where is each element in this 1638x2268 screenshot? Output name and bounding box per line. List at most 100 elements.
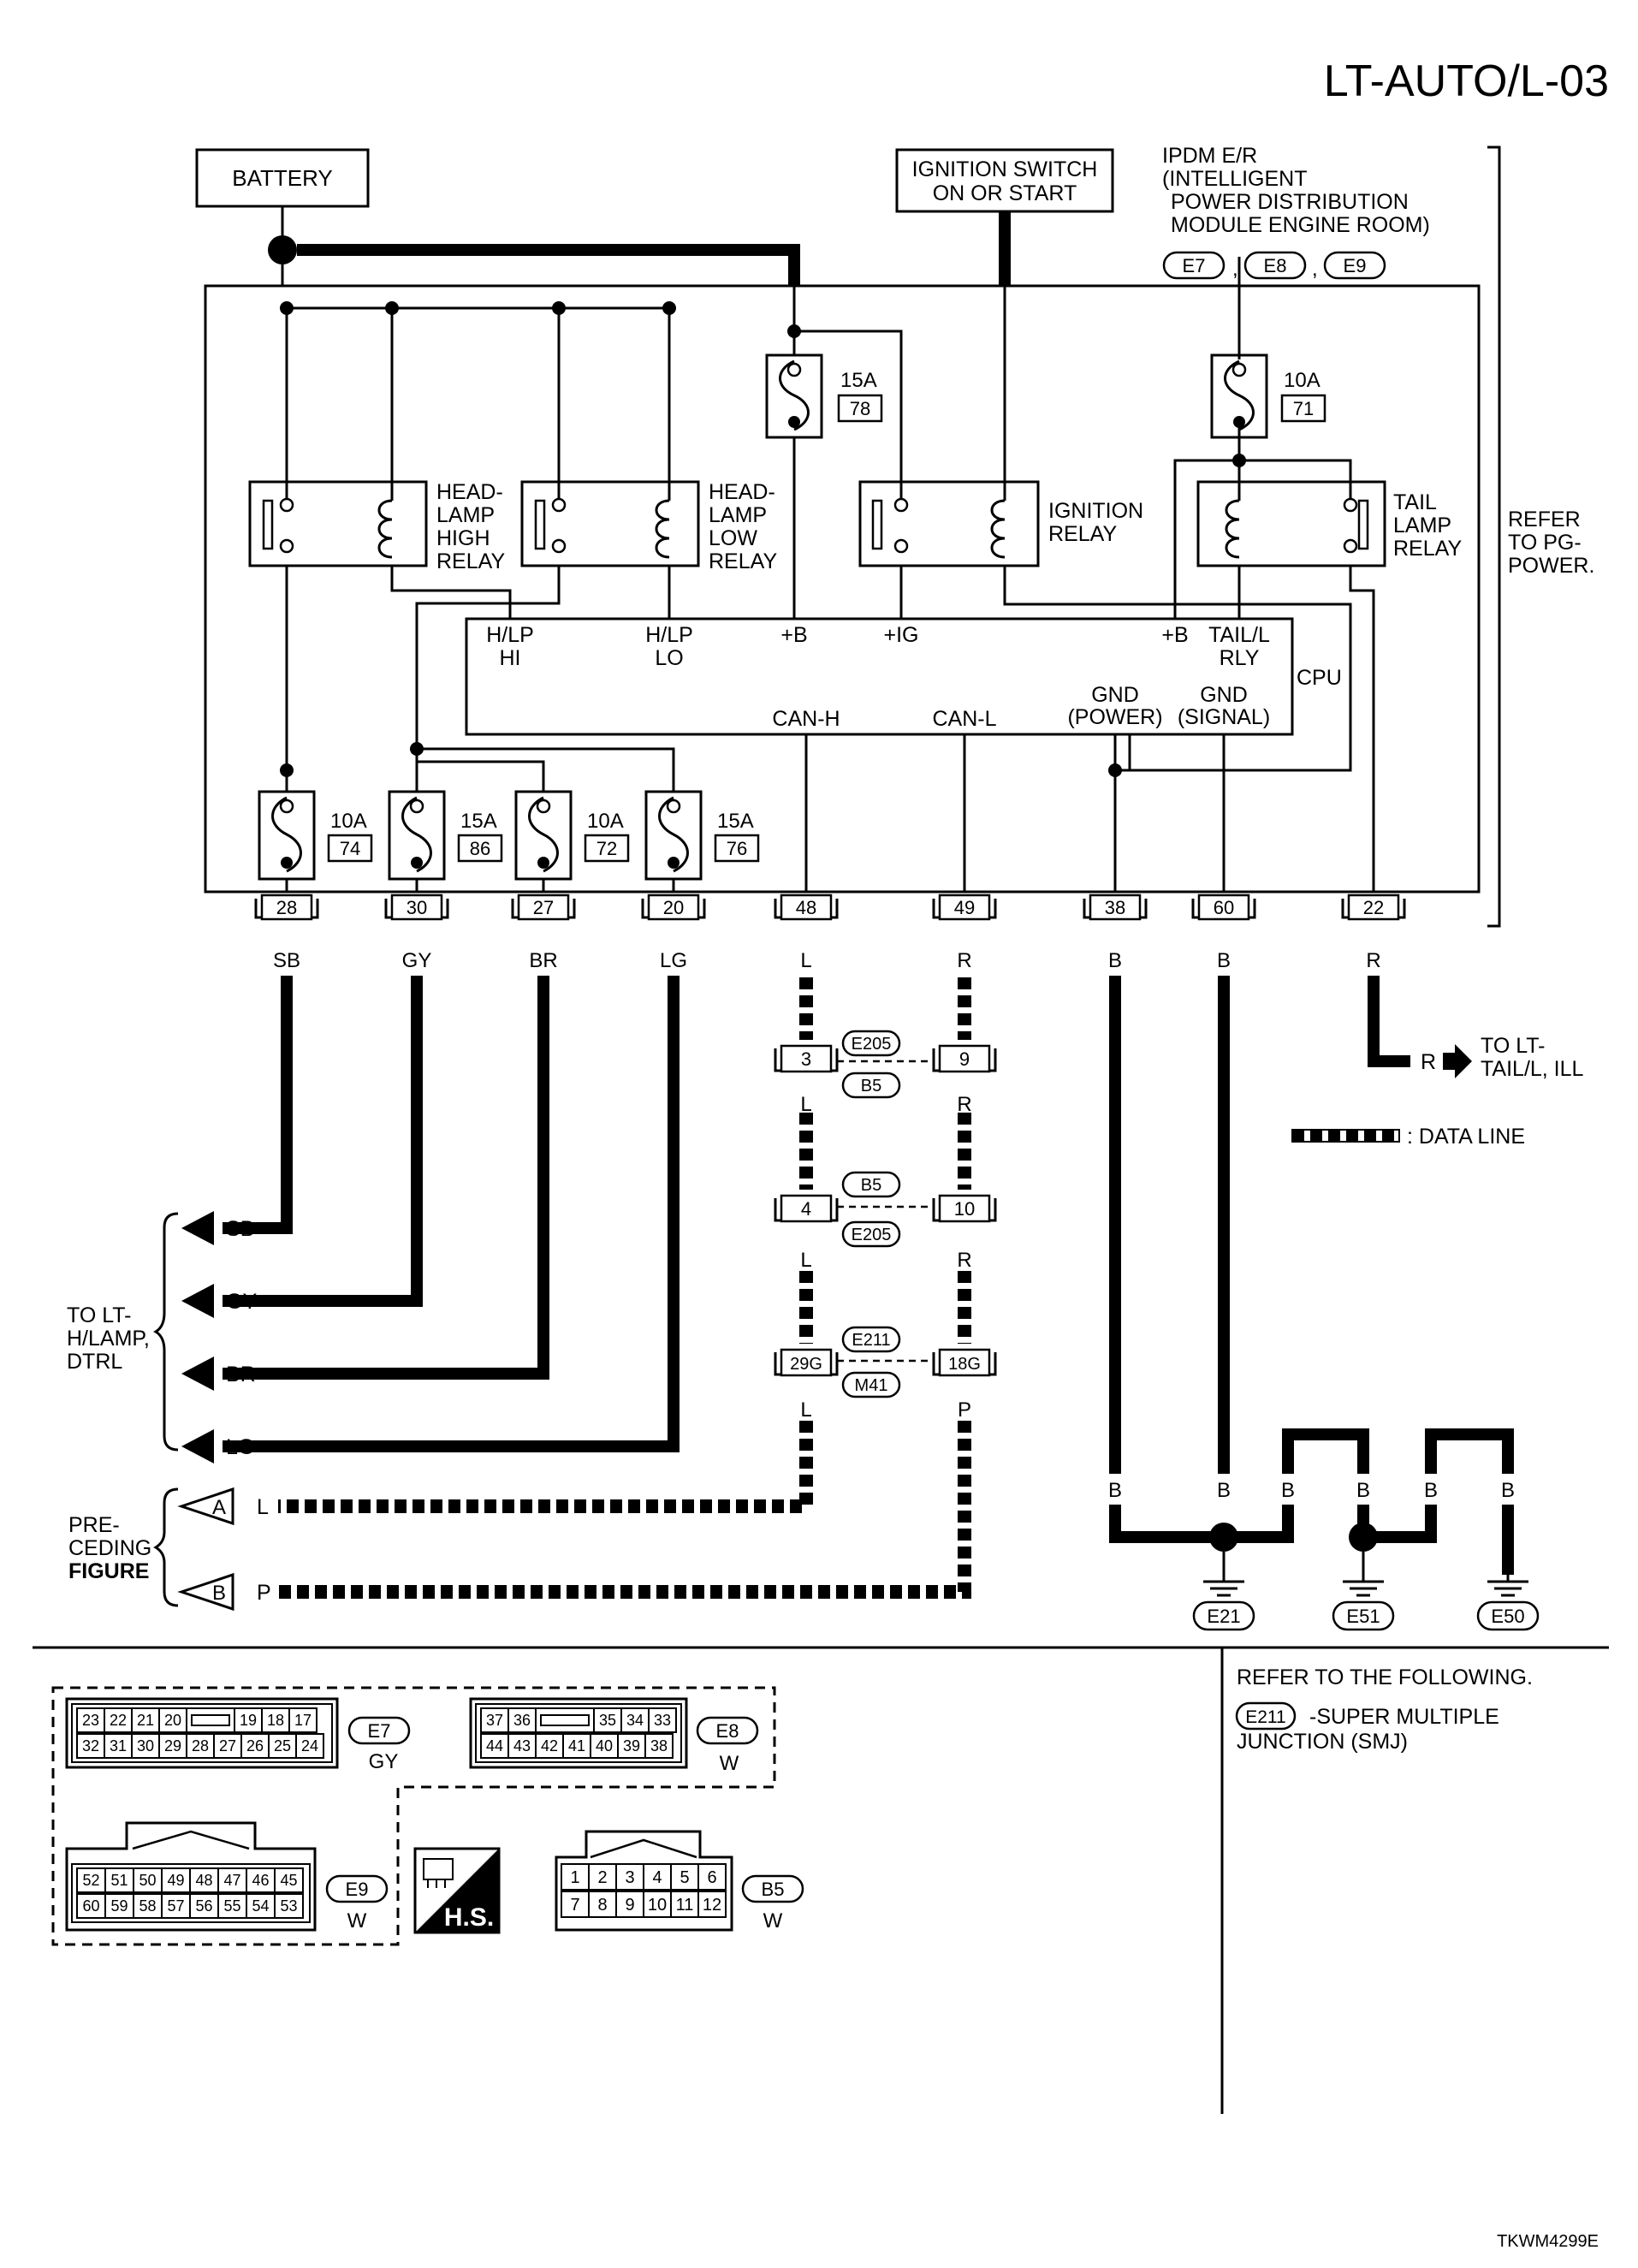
connector-pin-number: 43 (513, 1737, 531, 1754)
svg-text:B: B (1108, 1479, 1122, 1502)
svg-text:P: P (958, 1398, 971, 1422)
connector-pin-number: 34 (626, 1712, 644, 1729)
svg-text:R: R (1366, 949, 1380, 972)
svg-text:L: L (800, 1249, 811, 1272)
data-line-legend-label: : DATA LINE (1407, 1125, 1525, 1149)
ignition-line1: IGNITION SWITCH (912, 157, 1098, 181)
connector-pin-number: 46 (252, 1872, 269, 1889)
headlamp-arrows (181, 1211, 214, 1464)
connector-pin-number: 5 (680, 1868, 689, 1887)
ipdm-connector-e8: E8 (1243, 251, 1307, 280)
svg-text:18G: 18G (948, 1355, 981, 1374)
svg-text:B: B (1501, 1479, 1515, 1502)
fuse-72-num: 72 (596, 838, 617, 859)
relay-lo-line3: LOW (709, 526, 757, 550)
svg-text:B5: B5 (861, 1176, 881, 1195)
ipdm-line1: IPDM E/R (1162, 144, 1257, 168)
cpu-plus-b1: +B (780, 623, 807, 647)
connector-pin-number: 27 (219, 1737, 236, 1754)
connector-pin-cell (697, 1863, 727, 1891)
ipdm-box (204, 284, 1481, 894)
fuse-78: 15A 78 (765, 353, 883, 439)
connector-pin-number: 4 (652, 1868, 662, 1887)
connector-pin-number: 20 (164, 1712, 181, 1729)
connector-pin-cell (648, 1707, 677, 1733)
svg-text:B: B (1108, 949, 1122, 972)
connector-key-slot (186, 1707, 235, 1733)
relay-headlamp-high (248, 480, 428, 567)
battery-feed-wire (297, 244, 800, 286)
connector-pin-number: 30 (137, 1737, 154, 1754)
connector-pin-number: 59 (110, 1897, 128, 1915)
svg-text:SB: SB (273, 949, 300, 972)
cpu-box (465, 617, 1294, 736)
ipdm-junction-dots (280, 301, 1246, 777)
fuse-72: 10A 72 (514, 790, 630, 881)
connector-pin-number: 11 (676, 1896, 694, 1915)
connector-pin-number: 19 (240, 1712, 257, 1729)
connector-pin-number: 36 (513, 1712, 531, 1729)
connector-pin-number: 24 (301, 1737, 318, 1754)
svg-text:BR: BR (529, 949, 557, 972)
to-hlamp-line1: TO LT- (67, 1303, 131, 1327)
ground-wires (1109, 976, 1514, 1575)
terminals-row: 28 30 27 20 48 49 38 60 22 (254, 894, 1406, 921)
relay-hi-line3: HIGH (436, 526, 490, 550)
connector-pin-number: 6 (707, 1868, 716, 1887)
connector-pin-number: 2 (597, 1868, 607, 1887)
terminal-20: 20 (641, 894, 706, 921)
battery-label: BATTERY (232, 165, 333, 191)
fuse-72-amp: 10A (587, 810, 624, 833)
connector-pin-number: 55 (223, 1897, 240, 1915)
svg-text:9: 9 (959, 1048, 970, 1070)
svg-text:60: 60 (1214, 897, 1234, 918)
preceding-brace (153, 1487, 179, 1607)
connector-pin-number: 58 (139, 1897, 156, 1915)
tail-out-color: R (1421, 1050, 1436, 1074)
connector-pin-cell (274, 1893, 304, 1919)
svg-text:3: 3 (801, 1048, 811, 1070)
cpu-label: CPU (1297, 666, 1342, 690)
battery-junction (268, 235, 297, 264)
cpu-gnd-signal-2: (SIGNAL) (1178, 705, 1270, 729)
relay-headlamp-low (520, 480, 700, 567)
connector-pin-number: 32 (82, 1737, 99, 1754)
svg-text:R: R (957, 1249, 971, 1272)
relay-hi-line2: LAMP (436, 503, 495, 527)
relay-ignition (858, 480, 1040, 567)
cpu-hlp-lo-1: H/LP (645, 623, 693, 647)
refer-following-desc2: JUNCTION (SMJ) (1237, 1730, 1408, 1754)
svg-text:B: B (1281, 1479, 1295, 1502)
ipdm-connector-e7: E7 (1162, 251, 1226, 280)
svg-text:27: 27 (533, 897, 554, 918)
connector-pin-number: 10 (648, 1896, 667, 1915)
cpu-can-h: CAN-H (772, 707, 840, 731)
cpu-hlp-hi-1: H/LP (486, 623, 534, 647)
ground-e21: E21 (1192, 1600, 1255, 1631)
connector-e9-name: E9 (346, 1879, 369, 1900)
connector-pin-number: 22 (110, 1712, 127, 1729)
ignition-line2: ON OR START (933, 181, 1077, 205)
connector-pin-number: 50 (139, 1872, 156, 1889)
harness-side-icon: H.S. (413, 1847, 501, 1934)
terminal-28: 28 (254, 894, 319, 921)
connector-pin-number: 26 (246, 1737, 264, 1754)
svg-text:E7: E7 (1183, 255, 1206, 276)
to-hlamp-arrow-br: BR (226, 1363, 256, 1386)
refer-pg-line3: POWER. (1508, 554, 1594, 578)
tail-out-label2: TAIL/L, ILL (1481, 1057, 1584, 1081)
svg-text:L: L (257, 1495, 269, 1519)
ground-symbol-e21 (1202, 1556, 1246, 1597)
fuse-86-num: 86 (470, 838, 490, 859)
connector-pin-number: 49 (167, 1872, 184, 1889)
svg-text:R: R (957, 949, 971, 972)
svg-text:E211: E211 (852, 1331, 890, 1350)
connector-pin-cell (644, 1733, 674, 1759)
svg-text:B: B (1217, 1479, 1231, 1502)
svg-text:30: 30 (407, 897, 427, 918)
relay-ign-line1: IGNITION (1048, 499, 1143, 523)
fuse-71-num: 71 (1293, 398, 1314, 419)
cpu-gnd-power-1: GND (1091, 683, 1139, 707)
